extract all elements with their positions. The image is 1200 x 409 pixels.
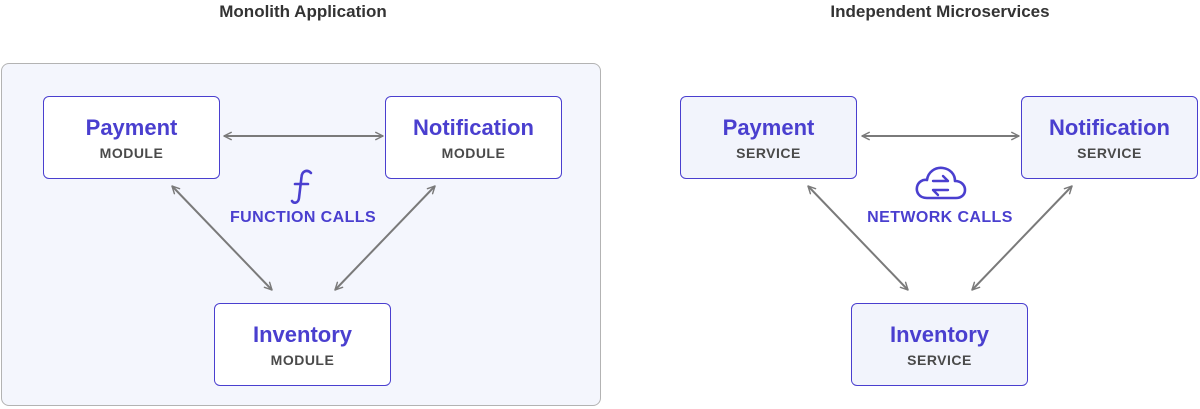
node-name: Payment bbox=[722, 114, 815, 140]
function-calls-label: FUNCTION CALLS bbox=[229, 209, 377, 226]
node-name: Inventory bbox=[889, 321, 990, 347]
node-type: MODULE bbox=[99, 144, 164, 161]
payment-service-node: Payment SERVICE bbox=[680, 96, 857, 179]
node-type: SERVICE bbox=[907, 351, 972, 368]
node-name: Notification bbox=[413, 114, 534, 140]
edge-notification-inventory-service bbox=[971, 185, 1073, 291]
node-type: MODULE bbox=[270, 351, 335, 368]
inventory-module-node: Inventory MODULE bbox=[214, 303, 391, 386]
node-type: SERVICE bbox=[1077, 144, 1142, 161]
function-icon bbox=[290, 169, 313, 204]
edge-payment-inventory-service bbox=[807, 185, 909, 291]
notification-module-node: Notification MODULE bbox=[385, 96, 562, 179]
node-type: MODULE bbox=[441, 144, 506, 161]
cloud-sync-icon bbox=[915, 166, 967, 200]
inventory-service-node: Inventory SERVICE bbox=[851, 303, 1028, 386]
network-calls-label: NETWORK CALLS bbox=[867, 209, 1013, 226]
payment-module-node: Payment MODULE bbox=[43, 96, 220, 179]
node-name: Notification bbox=[1049, 114, 1170, 140]
notification-service-node: Notification SERVICE bbox=[1021, 96, 1198, 179]
node-type: SERVICE bbox=[736, 144, 801, 161]
node-name: Inventory bbox=[252, 321, 353, 347]
node-name: Payment bbox=[85, 114, 178, 140]
microservices-title: Independent Microservices bbox=[830, 2, 1050, 21]
monolith-title: Monolith Application bbox=[219, 2, 387, 21]
